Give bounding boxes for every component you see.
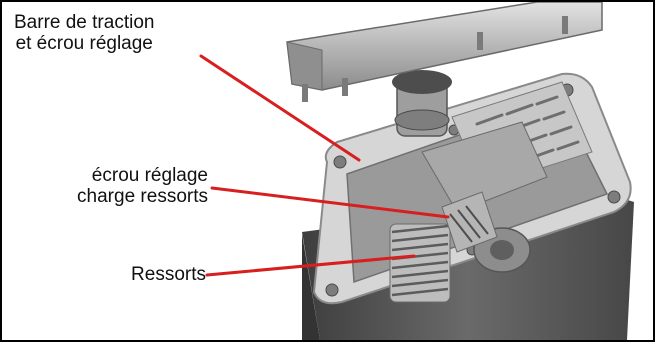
label-traction-bar: Barre de traction et écrou réglage (14, 12, 154, 54)
leader-line-traction (199, 54, 361, 162)
label-traction-line1: Barre de traction (14, 12, 155, 33)
mechanism (421, 121, 548, 273)
housing-side (302, 234, 320, 340)
leader-line-ressorts (205, 254, 416, 277)
leader-lines (199, 54, 450, 277)
traction-bar (286, 2, 603, 102)
connecting-column (392, 70, 452, 137)
label-ecrou-line2: charge ressorts (77, 186, 208, 207)
label-ecrou-line1: écrou réglage (91, 165, 208, 186)
label-ecrou-charge: écrou réglage charge ressorts (30, 165, 208, 207)
label-ressorts: Ressorts (120, 264, 206, 285)
label-ressorts-line1: Ressorts (131, 264, 206, 285)
leader-line-ecrou-charge (210, 186, 450, 219)
springs (389, 223, 451, 303)
label-traction-line2: et écrou réglage (15, 33, 153, 54)
